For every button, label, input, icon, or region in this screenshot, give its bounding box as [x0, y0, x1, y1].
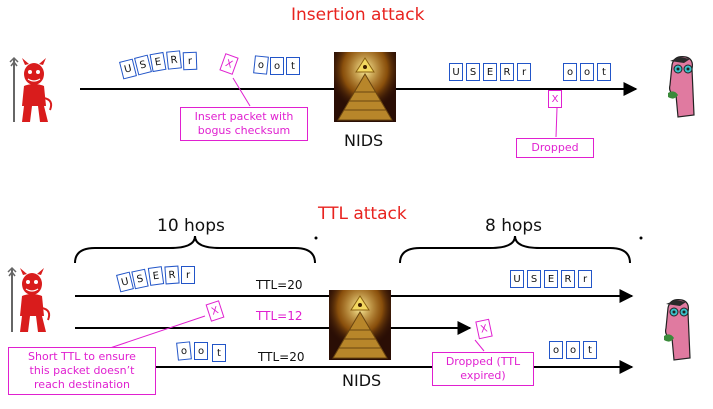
callout-dropped-insertion: Dropped — [516, 138, 594, 158]
ttl-label-row1: TTL=20 — [256, 278, 303, 292]
dot-left — [314, 236, 318, 240]
hops-brace-right — [399, 235, 631, 264]
packet-sent-8: o — [270, 57, 284, 75]
packet-sent-4: R — [166, 50, 182, 70]
packet-recv-5: r — [517, 63, 531, 81]
ttl-recv-1: U — [510, 270, 524, 288]
callout-ttl-dropped-line-2: expired) — [460, 369, 506, 382]
title-insertion-attack: Insertion attack — [291, 5, 425, 25]
callout-ttl-dropped-line-1: Dropped (TTL — [445, 355, 521, 368]
title-ttl-attack: TTL attack — [318, 204, 407, 224]
hops-label-right: 8 hops — [485, 216, 543, 236]
callout-insert-line-1: Insert packet with — [194, 110, 294, 123]
hops-brace-left — [74, 235, 316, 264]
callout-dropped-text: Dropped — [531, 141, 579, 154]
callout-pointer-dropped-2 — [474, 339, 485, 352]
ttl-recv-5: r — [578, 270, 592, 288]
ttl-packet-5: r — [181, 266, 195, 284]
ttl-packet-t: t — [212, 344, 226, 362]
packet-sent-9: t — [286, 57, 300, 75]
packet-sent-7: o — [253, 55, 269, 75]
callout-insert-line-2: bogus checksum — [197, 124, 291, 137]
packet-sent-5: r — [182, 51, 198, 71]
ttl-label-row2: TTL=12 — [256, 309, 303, 323]
nids-pyramid-icon-ttl — [329, 290, 391, 360]
ttl-recv-o1: o — [549, 341, 563, 359]
dot-right — [639, 236, 643, 240]
callout-short-ttl: Short TTL to ensure this packet doesn’t … — [8, 347, 156, 395]
packet-recv-2: S — [466, 63, 480, 81]
packet-sent-3: E — [149, 51, 167, 73]
callout-insert-bogus: Insert packet with bogus checksum — [180, 107, 308, 141]
callout-pointer-short — [109, 315, 206, 349]
ttl-recv-4: R — [561, 270, 575, 288]
callout-pointer-dropped-1 — [555, 107, 558, 138]
ttl-recv-2: S — [527, 270, 541, 288]
hops-label-left: 10 hops — [157, 216, 225, 236]
ttl-packet-3: E — [147, 266, 165, 286]
ttl-recv-t: t — [583, 341, 597, 359]
callout-short-line-2: this packet doesn’t — [29, 364, 135, 377]
packet-recv-7: o — [580, 63, 594, 81]
ttl-recv-3: E — [544, 270, 558, 288]
nids-label-insertion: NIDS — [344, 131, 384, 150]
packet-recv-3: E — [483, 63, 497, 81]
nids-pyramid-icon — [334, 52, 396, 122]
nids-label-ttl: NIDS — [342, 371, 382, 390]
devil-icon — [9, 56, 53, 122]
callout-pointer-insert — [232, 77, 251, 107]
ttl-packet-o1: o — [176, 341, 192, 361]
victim-face-icon — [668, 56, 695, 118]
ttl-label-row3: TTL=20 — [258, 350, 305, 364]
packet-recv-8: t — [597, 63, 611, 81]
packet-recv-6: o — [563, 63, 577, 81]
devil-icon-ttl — [7, 266, 51, 332]
packet-dropped-insertion: X — [548, 90, 562, 108]
callout-short-line-1: Short TTL to ensure — [28, 350, 136, 363]
ttl-packet-4: R — [164, 265, 180, 285]
ttl-recv-o2: o — [566, 341, 580, 359]
victim-face-icon-ttl — [664, 299, 691, 361]
ttl-packet-o2: o — [194, 342, 208, 360]
callout-dropped-ttl: Dropped (TTL expired) — [432, 352, 534, 386]
callout-short-line-3: reach destination — [34, 378, 130, 391]
packet-recv-4: R — [500, 63, 514, 81]
packet-recv-1: U — [449, 63, 463, 81]
